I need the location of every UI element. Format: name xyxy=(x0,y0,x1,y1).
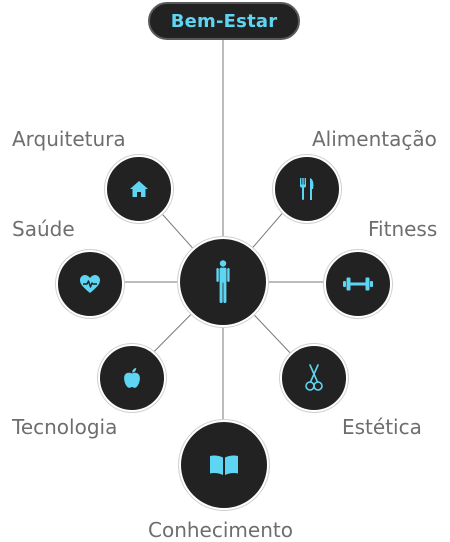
node-arquitetura[interactable] xyxy=(105,155,173,223)
dumbbell-icon xyxy=(343,277,373,291)
apple-icon xyxy=(124,368,140,388)
label-fitness: Fitness xyxy=(368,217,438,241)
label-conhecimento: Conhecimento xyxy=(148,518,293,542)
node-estetica[interactable] xyxy=(280,344,348,412)
node-saude[interactable] xyxy=(56,250,124,318)
node-fitness[interactable] xyxy=(324,250,392,318)
root-title: Bem-Estar xyxy=(170,10,278,32)
fork-knife-icon xyxy=(300,178,314,200)
node-alimentacao[interactable] xyxy=(273,155,341,223)
node-conhecimento[interactable] xyxy=(179,420,269,510)
center-node[interactable] xyxy=(178,237,268,327)
scissors-icon xyxy=(305,364,323,391)
book-icon xyxy=(210,455,238,475)
human-body-icon xyxy=(216,260,230,303)
home-icon xyxy=(130,181,148,197)
node-tecnologia[interactable] xyxy=(98,344,166,412)
root-node-bem-estar[interactable]: Bem-Estar xyxy=(148,2,300,40)
label-arquitetura: Arquitetura xyxy=(12,127,126,151)
label-tecnologia: Tecnologia xyxy=(12,415,118,439)
label-saude: Saúde xyxy=(12,217,75,241)
heart-pulse-icon xyxy=(80,275,100,293)
label-estetica: Estética xyxy=(342,415,422,439)
label-alimentacao: Alimentação xyxy=(312,127,437,151)
